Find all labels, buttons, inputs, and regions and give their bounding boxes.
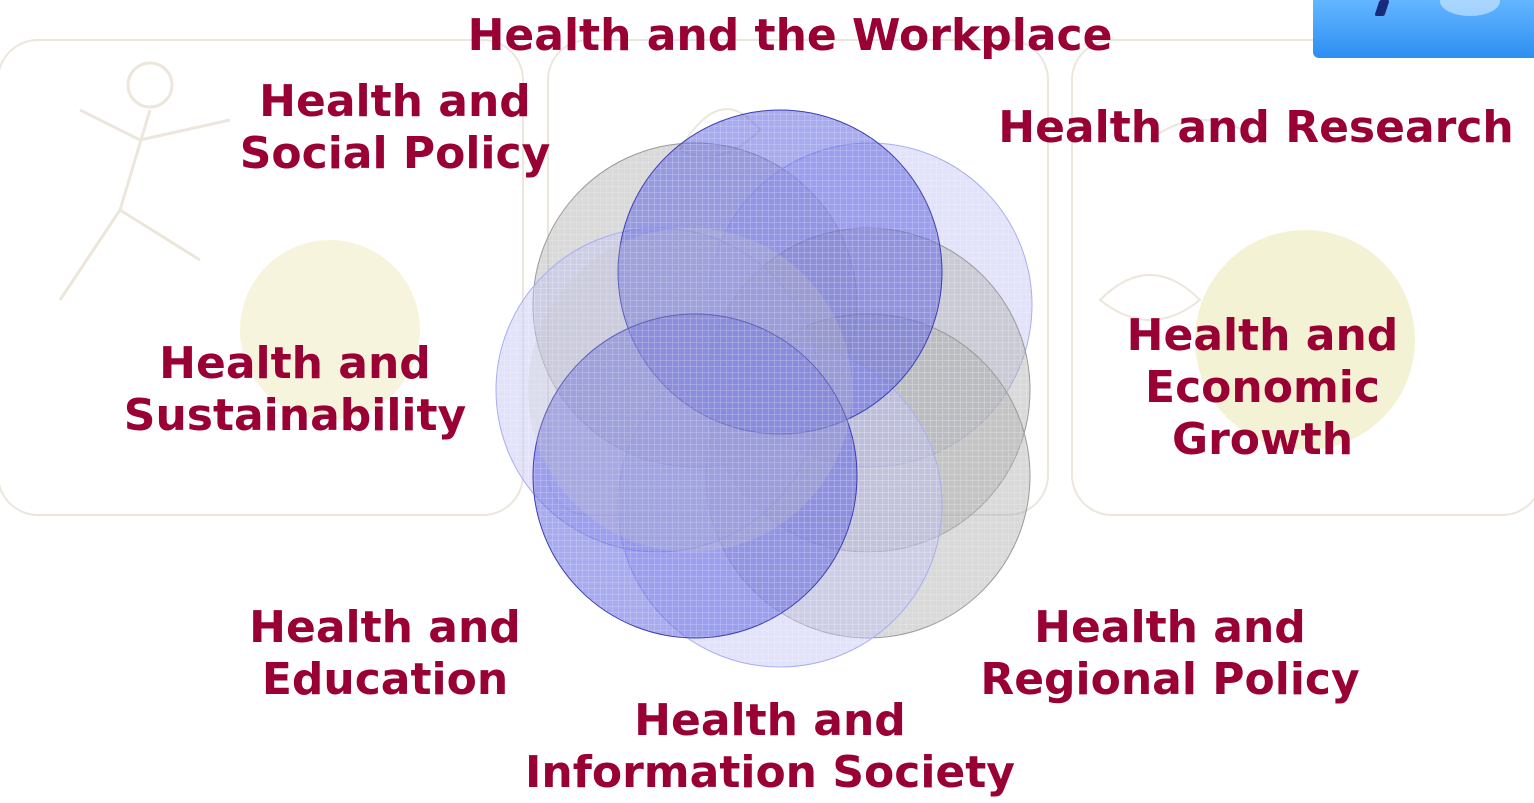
label-workplace-line1: Health and the Workplace [467, 10, 1113, 61]
label-social-policy-line1: Health and [259, 76, 531, 127]
runner-figure-icon [58, 61, 231, 301]
label-education-line2: Education [261, 654, 509, 705]
label-sustainability: Health and Sustainability [100, 338, 490, 442]
apple-icon [240, 240, 420, 420]
background-panel-right [1071, 39, 1534, 516]
label-information-society-line1: Health and [634, 695, 906, 746]
corner-logo-icon [1313, 0, 1534, 58]
label-research-line1: Health and Research [998, 102, 1514, 153]
label-research: Health and Research [980, 102, 1532, 154]
apple-icon [1195, 230, 1415, 450]
label-regional-policy: Health and Regional Policy [965, 602, 1375, 706]
label-sustainability-line2: Sustainability [123, 390, 467, 441]
label-economic-growth-line2: Economic [1145, 362, 1380, 413]
background-panel-left [0, 39, 524, 516]
label-information-society: Health and Information Society [490, 695, 1050, 799]
label-workplace: Health and the Workplace [430, 10, 1150, 62]
label-economic-growth-line1: Health and [1126, 310, 1399, 361]
label-social-policy: Health and Social Policy [215, 76, 575, 180]
label-regional-policy-line1: Health and [1034, 602, 1306, 653]
label-information-society-line2: Information Society [525, 747, 1015, 798]
label-sustainability-line1: Health and [159, 338, 431, 389]
label-economic-growth: Health and Economic Growth [1090, 310, 1435, 466]
circle-overlay-shade [528, 228, 852, 552]
label-social-policy-line2: Social Policy [239, 128, 551, 179]
label-education: Health and Education [215, 602, 555, 706]
label-education-line1: Health and [249, 602, 521, 653]
label-economic-growth-line3: Growth [1171, 414, 1354, 465]
circle-education [532, 313, 858, 639]
label-regional-policy-line2: Regional Policy [980, 654, 1360, 705]
